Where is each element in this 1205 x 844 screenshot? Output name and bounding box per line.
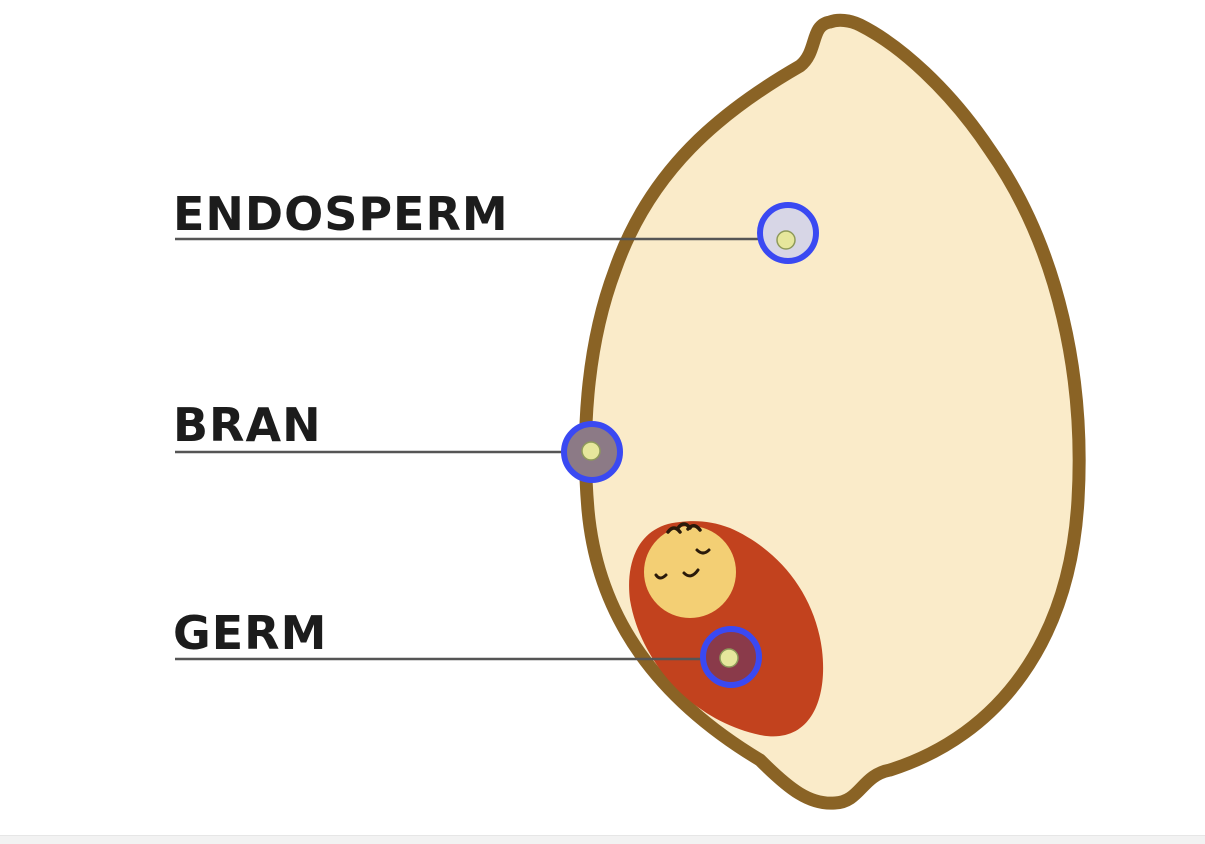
endosperm-label: ENDOSPERM — [173, 187, 509, 241]
bran-label: BRAN — [173, 398, 322, 452]
germ-hotspot[interactable] — [700, 626, 762, 688]
bottom-divider — [0, 835, 1205, 844]
embryo-face — [644, 522, 736, 618]
bran-hotspot[interactable] — [561, 421, 623, 483]
endosperm-hotspot[interactable] — [757, 202, 819, 264]
grain-body — [578, 13, 1086, 810]
germ-label: GERM — [173, 606, 327, 660]
